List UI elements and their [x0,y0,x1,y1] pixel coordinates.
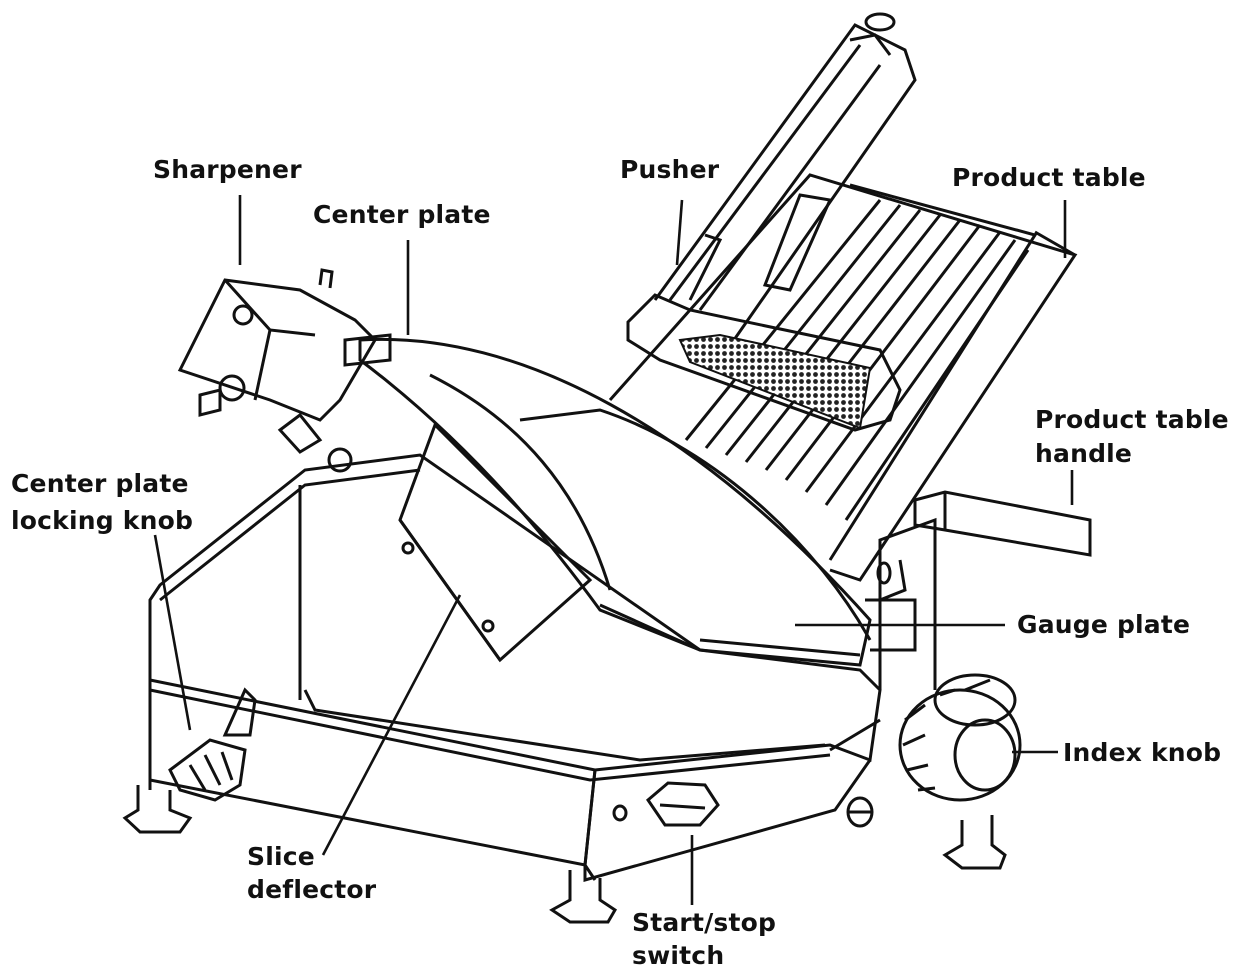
label-sharpener: Sharpener [153,155,302,184]
pusher-plate [626,293,902,432]
label-product-table: Product table [952,163,1146,192]
sharpener-shape [177,268,392,473]
leader-slice-deflector [321,594,462,856]
leader-lines [153,195,1074,905]
locking-knob-shape [168,687,257,802]
start-stop-switch-shape [612,781,874,828]
label-index-knob: Index knob [1063,738,1222,767]
index-knob-shape [898,673,1022,802]
pusher-arm [653,12,917,361]
label-slice-deflector-line2: deflector [247,875,377,904]
label-slice-deflector-line1: Slice [247,842,315,871]
leader-locking-knob [153,534,192,731]
label-pusher: Pusher [620,155,720,184]
product-table-handle-shape [913,490,1092,557]
label-start-stop-switch-line2: switch [632,941,725,970]
slicer-base [148,453,882,882]
label-product-table-handle-line1: Product table [1035,405,1229,434]
slicer-carriage [865,517,937,690]
label-center-plate: Center plate [313,200,491,229]
leader-pusher [675,199,684,266]
slicer-feet [122,785,1007,924]
label-start-stop-switch-line1: Start/stop [632,908,777,937]
product-table-shape [608,173,1078,582]
slice-deflector-shape [398,422,593,663]
label-product-table-handle-line2: handle [1035,439,1133,468]
label-center-plate-locking-knob-line2: locking knob [11,506,194,535]
label-center-plate-locking-knob-line1: Center plate [11,469,189,498]
blade-assembly [358,337,872,667]
label-gauge-plate: Gauge plate [1017,610,1191,639]
